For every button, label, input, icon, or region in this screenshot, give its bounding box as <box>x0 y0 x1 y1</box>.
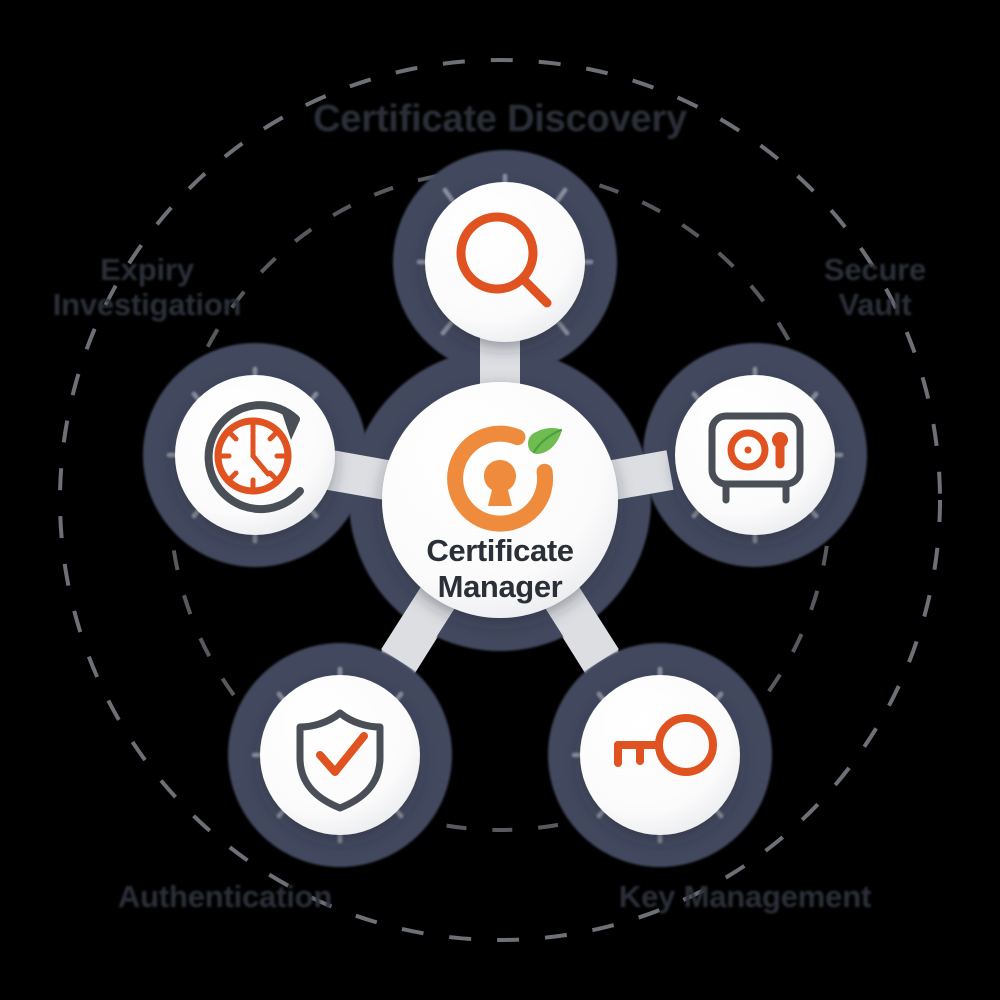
node-disc-certificate-discovery[interactable] <box>425 182 585 342</box>
shield-check-icon <box>296 709 384 812</box>
node-certificate-discovery[interactable] <box>425 182 585 342</box>
node-key-management[interactable] <box>580 675 740 835</box>
node-ring-key-management <box>548 643 772 867</box>
safe-vault-icon <box>708 412 804 504</box>
certificate-keyhole-leaf-logo <box>447 425 563 532</box>
outer-dashed-orbit <box>58 58 942 942</box>
node-disc-secure-vault[interactable] <box>675 375 835 535</box>
label-key-management: Key Management <box>555 879 935 915</box>
clock-history-icon <box>204 401 304 514</box>
label-certificate-discovery-line1: Certificate Discovery <box>313 98 687 140</box>
node-ring-authentication <box>228 643 452 867</box>
label-secure-vault-line2: Vault <box>838 286 912 322</box>
label-certificate-discovery: Certificate Discovery <box>0 98 1000 141</box>
hub-label-line1: Certificate <box>426 533 574 568</box>
label-expiry-investigation: Expiry Investigation <box>22 252 272 322</box>
node-expiry-investigation[interactable] <box>175 375 335 535</box>
label-expiry-investigation-line1: Expiry <box>100 252 194 287</box>
label-expiry-investigation-line2: Investigation <box>52 286 242 322</box>
node-authentication[interactable] <box>260 675 420 835</box>
node-disc-authentication[interactable] <box>260 675 420 835</box>
label-secure-vault: Secure Vault <box>760 252 990 322</box>
hub-node[interactable] <box>382 382 618 618</box>
label-secure-vault-line1: Secure <box>823 252 927 287</box>
label-authentication-line1: Authentication <box>117 879 333 914</box>
node-secure-vault[interactable] <box>675 375 835 535</box>
magnifier-icon <box>456 212 552 308</box>
hub-label: Certificate Manager <box>380 533 620 605</box>
key-icon <box>614 714 717 776</box>
hub-label-line2: Manager <box>437 568 563 604</box>
label-key-management-line1: Key Management <box>618 879 872 914</box>
label-authentication: Authentication <box>55 879 395 915</box>
